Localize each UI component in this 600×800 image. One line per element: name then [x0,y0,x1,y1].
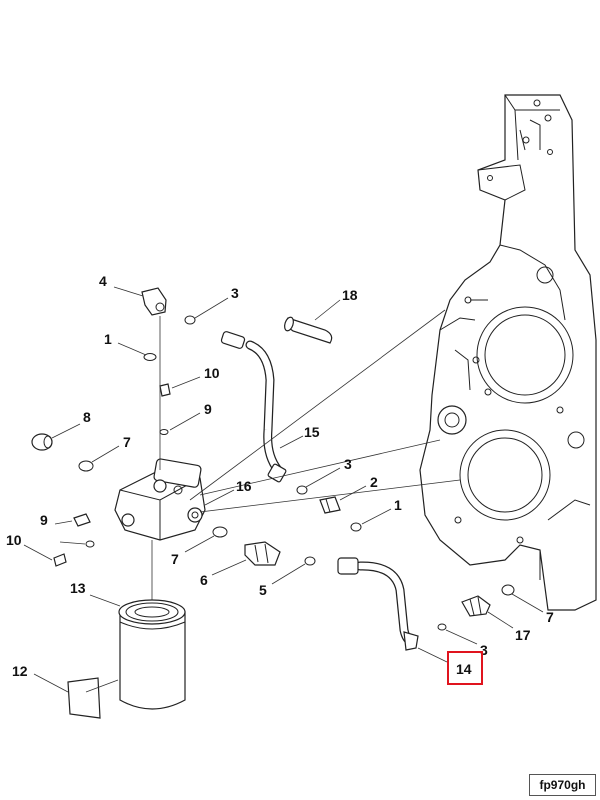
callout-9: 9 [204,401,212,417]
callout-3: 3 [231,285,239,301]
adapter-fitting-6 [244,541,281,566]
callout-4: 4 [99,273,107,289]
small-fittings [53,383,171,567]
callout-highlight-box [447,651,483,685]
callout-3: 3 [480,642,488,658]
callout-12: 12 [12,663,28,679]
label-sheet [67,677,101,719]
callout-18: 18 [342,287,358,303]
filter-head [114,458,206,541]
callout-13: 13 [70,580,86,596]
elbow-fitting [141,287,167,316]
engine-housing [419,94,597,611]
callout-labels: 4 3 18 1 10 9 8 7 15 3 16 2 1 9 10 7 6 5… [6,273,554,679]
fuel-filter [118,599,186,710]
reference-lines [151,309,461,600]
o-rings [78,315,515,631]
callout-6: 6 [200,572,208,588]
callout-5: 5 [259,582,267,598]
callout-2: 2 [370,474,378,490]
callout-7: 7 [123,434,131,450]
hose-upper [220,331,287,483]
callout-leaders [23,286,544,693]
figure-code-label: fp970gh [529,774,596,796]
callout-1: 1 [104,331,112,347]
callout-7: 7 [546,609,554,625]
callout-14: 14 [456,661,472,677]
callout-10: 10 [6,532,22,548]
callout-16: 16 [236,478,252,494]
callout-3: 3 [344,456,352,472]
callout-1: 1 [394,497,402,513]
hose-lower [337,557,419,651]
callout-15: 15 [304,424,320,440]
plug [31,433,53,451]
adapter-fitting-17 [461,595,491,617]
callout-10: 10 [204,365,220,381]
callout-8: 8 [83,409,91,425]
adapter-fitting-2 [319,496,341,514]
callout-9: 9 [40,512,48,528]
tube-sleeve [284,316,333,344]
callout-17: 17 [515,627,531,643]
callout-7: 7 [171,551,179,567]
